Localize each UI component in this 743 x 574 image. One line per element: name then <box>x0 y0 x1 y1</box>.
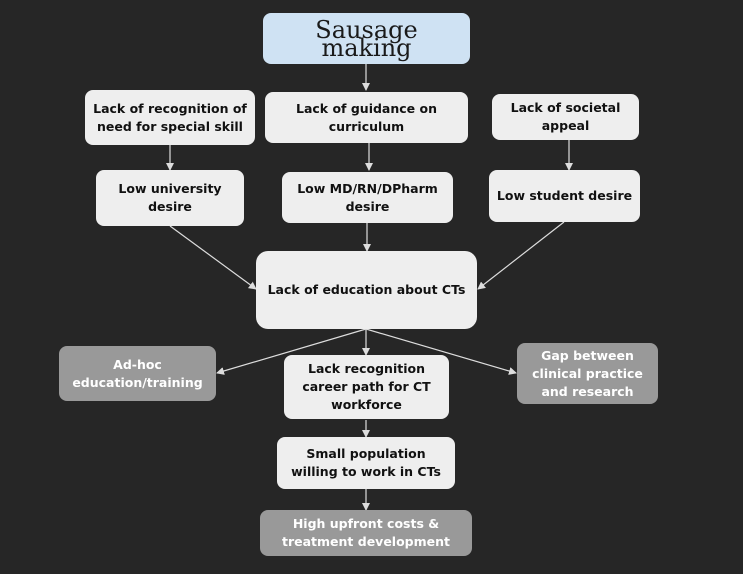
node-lack-societal-appeal: Lack of societal appeal <box>492 94 639 140</box>
node-high-upfront-costs: High upfront costs & treatment developme… <box>260 510 472 556</box>
edge-university-to-education <box>169 225 257 290</box>
node-lack-recognition-skill: Lack of recognition of need for special … <box>85 90 255 145</box>
title-node: Sausage making <box>263 13 470 64</box>
node-lack-guidance-curriculum: Lack of guidance on curriculum <box>265 92 468 143</box>
edge-education-to-gap <box>365 328 517 375</box>
edge-education-to-adhoc <box>216 328 367 375</box>
node-gap-clinical-research: Gap between clinical practice and resear… <box>517 343 658 404</box>
node-adhoc-education: Ad-hoc education/training <box>59 346 216 401</box>
node-small-population: Small population willing to work in CTs <box>277 437 455 489</box>
node-lack-education-cts: Lack of education about CTs <box>256 251 477 329</box>
node-low-university-desire: Low university desire <box>96 170 244 226</box>
node-low-student-desire: Low student desire <box>489 170 640 222</box>
node-lack-recognition-career: Lack recognition career path for CT work… <box>284 355 449 419</box>
node-low-md-rn-dpharm-desire: Low MD/RN/DPharm desire <box>282 172 453 223</box>
edge-student-to-education <box>477 221 565 290</box>
